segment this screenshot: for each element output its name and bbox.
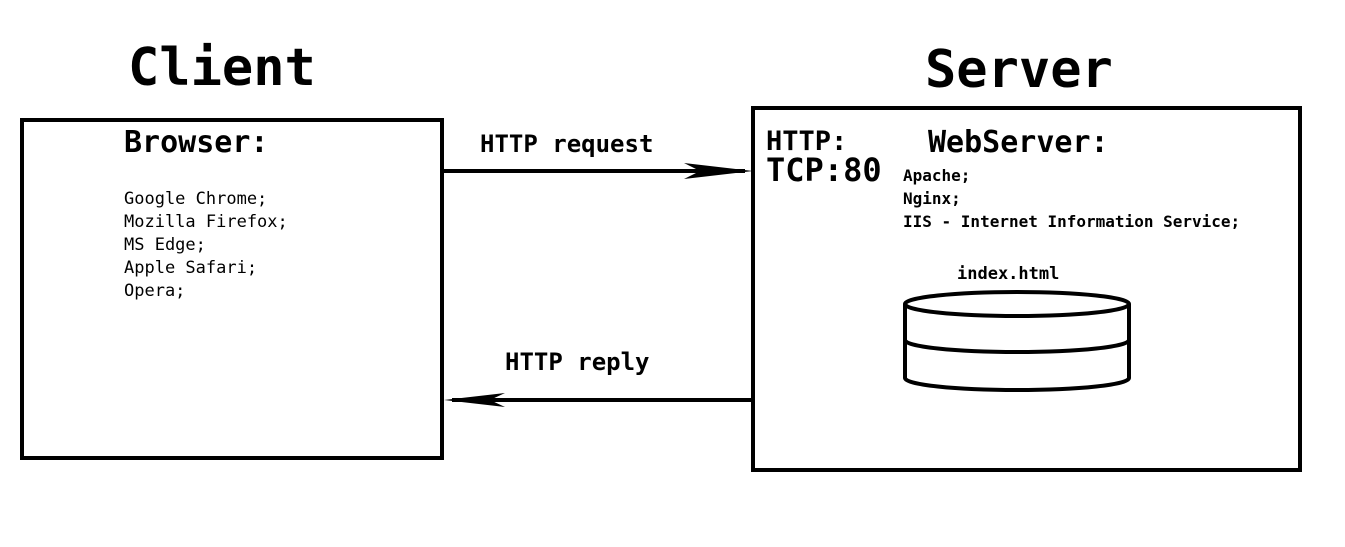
request-arrow-head [684, 163, 753, 179]
server-box [751, 106, 1302, 472]
client-box [20, 118, 444, 460]
webserver-item: Nginx; [903, 189, 961, 208]
browser-item: Opera; [124, 281, 186, 301]
client-heading: Client [128, 38, 316, 98]
browser-title: Browser: [124, 125, 269, 160]
browser-item: Mozilla Firefox; [124, 212, 288, 232]
webserver-item: Apache; [903, 166, 971, 185]
browser-item: MS Edge; [124, 235, 206, 255]
browser-item: Apple Safari; [124, 258, 258, 278]
webserver-item: IIS - Internet Information Service; [903, 212, 1241, 231]
port-label: TCP:80 [766, 151, 882, 189]
reply-edge-label: HTTP reply [505, 348, 650, 376]
reply-arrow [444, 393, 751, 407]
request-edge-label: HTTP request [480, 130, 654, 158]
browser-item: Google Chrome; [124, 189, 268, 209]
webserver-list: Apache; Nginx; IIS - Internet Informatio… [903, 164, 1240, 233]
browser-list: Google Chrome; Mozilla Firefox; MS Edge;… [124, 188, 288, 303]
request-arrow [444, 163, 753, 179]
webserver-title: WebServer: [928, 125, 1109, 160]
protocol-label: HTTP: [766, 126, 848, 157]
storage-label: index.html [957, 264, 1060, 284]
server-heading: Server [925, 40, 1113, 100]
database-icon [903, 290, 1131, 392]
reply-arrow-head [444, 393, 505, 407]
